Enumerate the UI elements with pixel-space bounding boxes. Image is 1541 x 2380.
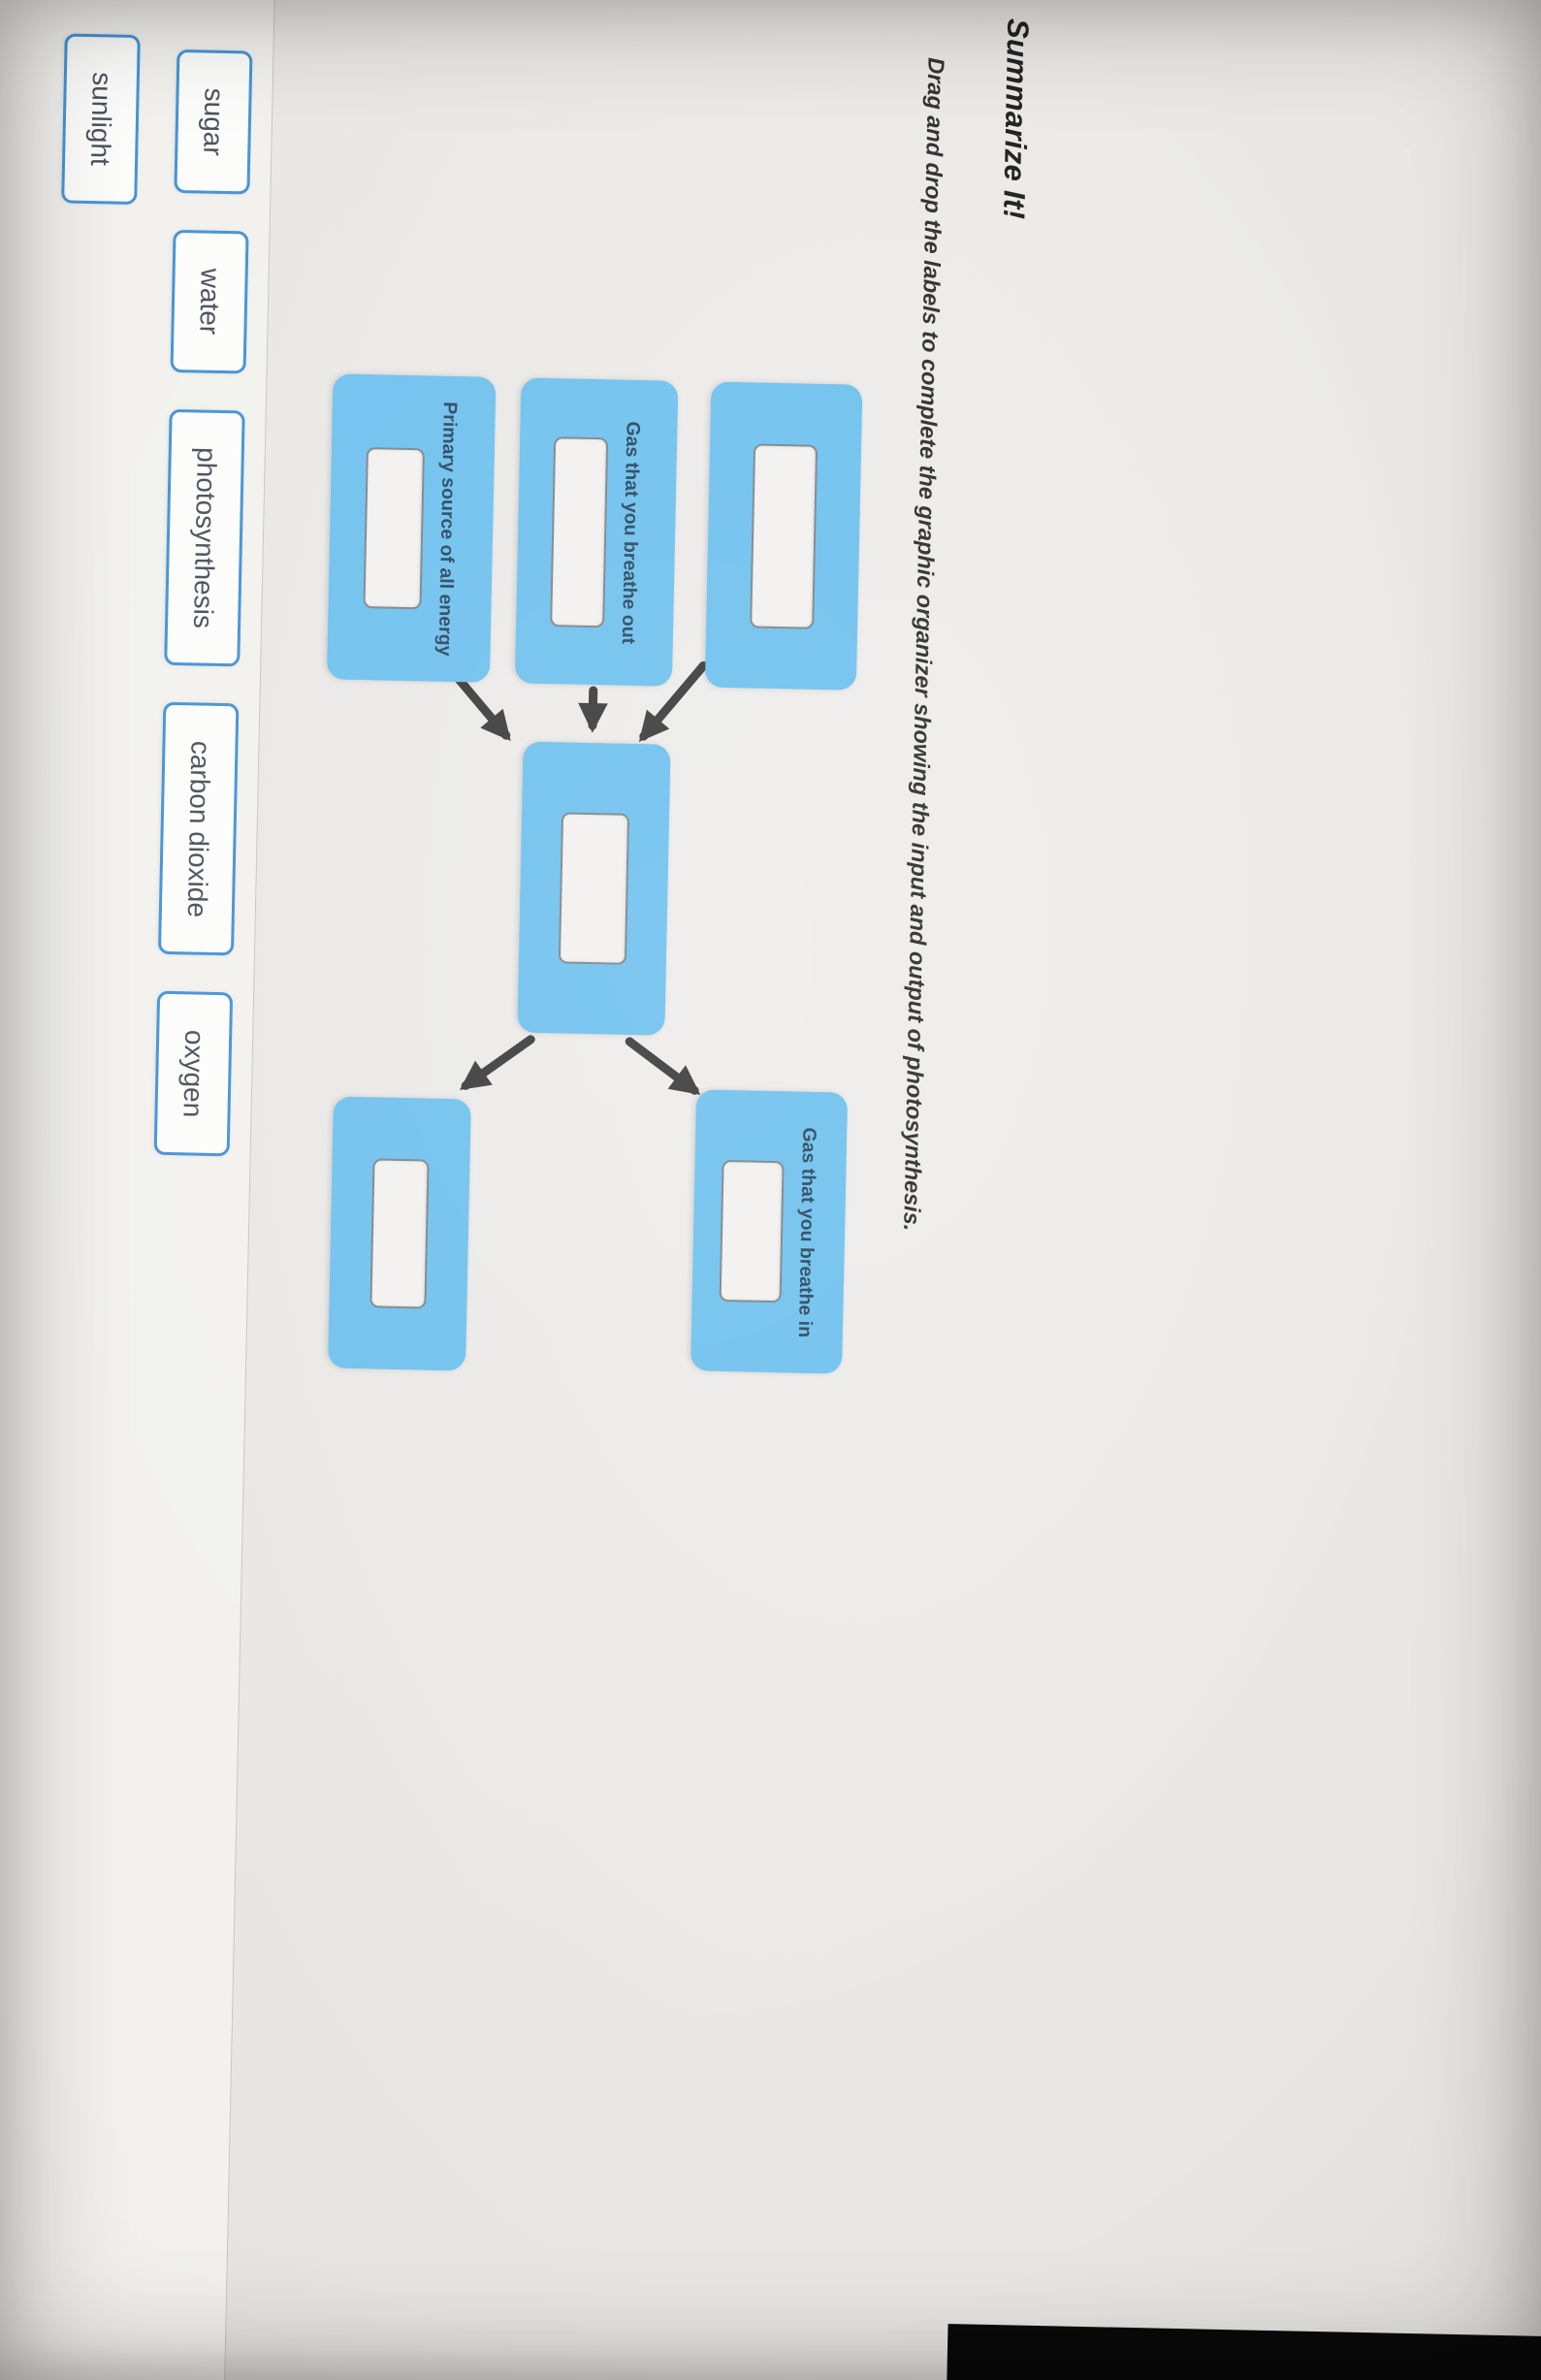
box-label-output-1: Gas that you breathe in <box>793 1127 820 1338</box>
drop-slot-process[interactable] <box>558 812 629 965</box>
label-chip-sunlight[interactable]: sunlight <box>60 33 141 205</box>
arrow-process-to-output1 <box>625 1037 700 1095</box>
arrow-input2-to-process <box>577 686 608 733</box>
diagram-box-output-2 <box>327 1096 471 1371</box>
label-chip-water[interactable]: water <box>170 229 249 373</box>
diagram-box-output-1: Gas that you breathe in <box>690 1089 848 1374</box>
drop-slot-output-2[interactable] <box>369 1158 430 1309</box>
drop-slot-output-1[interactable] <box>718 1159 784 1303</box>
drop-slot-input-1[interactable] <box>749 442 818 629</box>
diagram-box-input-2: Gas that you breathe out <box>514 377 678 687</box>
drop-slot-input-2[interactable] <box>549 435 608 627</box>
word-bank-row-2: sunlight <box>60 33 141 205</box>
label-chip-sugar[interactable]: sugar <box>173 48 252 195</box>
box-label-input-3: Primary source of all energy <box>433 402 461 657</box>
arrow-process-to-output2 <box>459 1035 535 1090</box>
label-chip-carbon-dioxide[interactable]: carbon dioxide <box>157 702 239 956</box>
diagram-box-input-3: Primary source of all energy <box>326 373 496 683</box>
diagram-box-process <box>516 741 671 1036</box>
diagram-box-input-1 <box>704 381 862 691</box>
box-label-input-2: Gas that you breathe out <box>617 421 644 645</box>
arrow-input1-to-process <box>638 660 708 742</box>
label-chip-oxygen[interactable]: oxygen <box>153 991 233 1157</box>
drop-slot-input-3[interactable] <box>362 446 425 609</box>
label-chip-photosynthesis[interactable]: photosynthesis <box>163 408 245 667</box>
